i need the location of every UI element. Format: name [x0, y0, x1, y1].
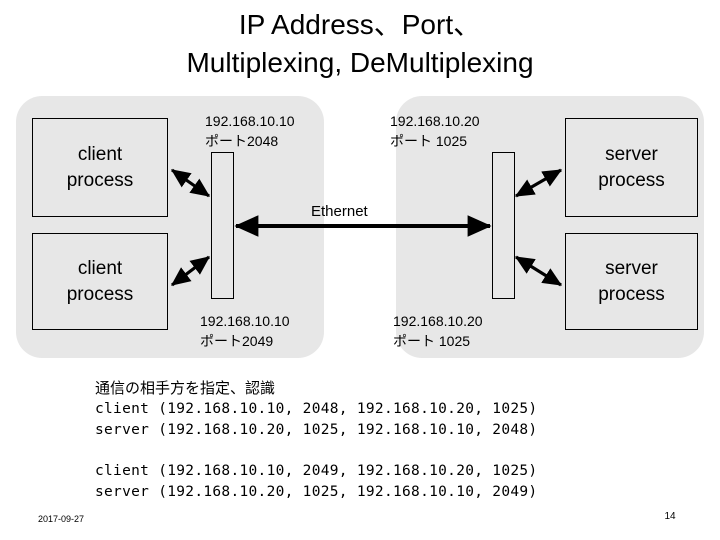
server-process-box-1: server process — [565, 118, 698, 217]
page-title: IP Address、Port、 Multiplexing, DeMultipl… — [186, 9, 534, 78]
notes-block: 通信の相手方を指定、認識 client (192.168.10.10, 2048… — [95, 378, 655, 503]
notes-block1-line1: client (192.168.10.10, 2048, 192.168.10.… — [95, 401, 538, 417]
notes-spacer — [95, 441, 655, 461]
notes-block2-line2: server (192.168.10.20, 1025, 192.168.10.… — [95, 484, 538, 500]
client-protocol-stack-bar — [211, 152, 234, 299]
client-address-label-bottom: 192.168.10.10 ポート2049 — [200, 313, 290, 349]
notes-block2-line1: client (192.168.10.10, 2049, 192.168.10.… — [95, 463, 538, 479]
server-address-label-bottom: 192.168.10.20 ポート 1025 — [393, 313, 483, 349]
server-address-label-top: 192.168.10.20 ポート 1025 — [390, 113, 480, 149]
server-process-label-1: server process — [598, 143, 665, 191]
footer-page-number: 14 — [664, 511, 676, 522]
server-process-box-2: server process — [565, 233, 698, 330]
network-link-label: Ethernet — [311, 203, 368, 220]
client-process-label-2: client process — [66, 257, 134, 305]
notes-block1-line2: server (192.168.10.20, 1025, 192.168.10.… — [95, 422, 538, 438]
notes-heading: 通信の相手方を指定、認識 — [95, 379, 276, 397]
server-process-label-2: server process — [598, 257, 665, 305]
server-protocol-stack-bar — [492, 152, 515, 299]
footer-date: 2017-09-27 — [38, 514, 85, 524]
client-process-box-2: client process — [32, 233, 168, 330]
client-process-box-1: client process — [32, 118, 168, 217]
client-address-label-top: 192.168.10.10 ポート2048 — [205, 113, 295, 149]
client-process-label-1: client process — [66, 143, 134, 191]
